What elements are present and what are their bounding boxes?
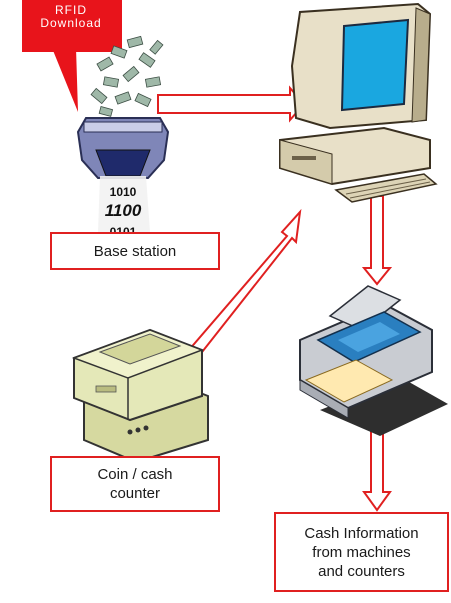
binary-line-1: 1010 bbox=[110, 185, 137, 199]
monitor-screen bbox=[342, 20, 408, 110]
computer-illustration bbox=[280, 4, 436, 202]
coin-counter-label: Coin / cash counter bbox=[50, 456, 220, 512]
coin-counter-illustration bbox=[74, 330, 208, 462]
printer-illustration bbox=[300, 286, 448, 436]
rfid-callout-pointer bbox=[52, 48, 78, 112]
arrow-computer-to-printer bbox=[364, 196, 390, 284]
rfid-download-label: RFID Download bbox=[28, 4, 114, 30]
binary-line-2: 1100 bbox=[105, 201, 142, 220]
base-station-label: Base station bbox=[50, 232, 220, 270]
arrow-base-to-computer bbox=[158, 88, 304, 120]
cash-information-label: Cash Information from machines and count… bbox=[274, 512, 449, 592]
